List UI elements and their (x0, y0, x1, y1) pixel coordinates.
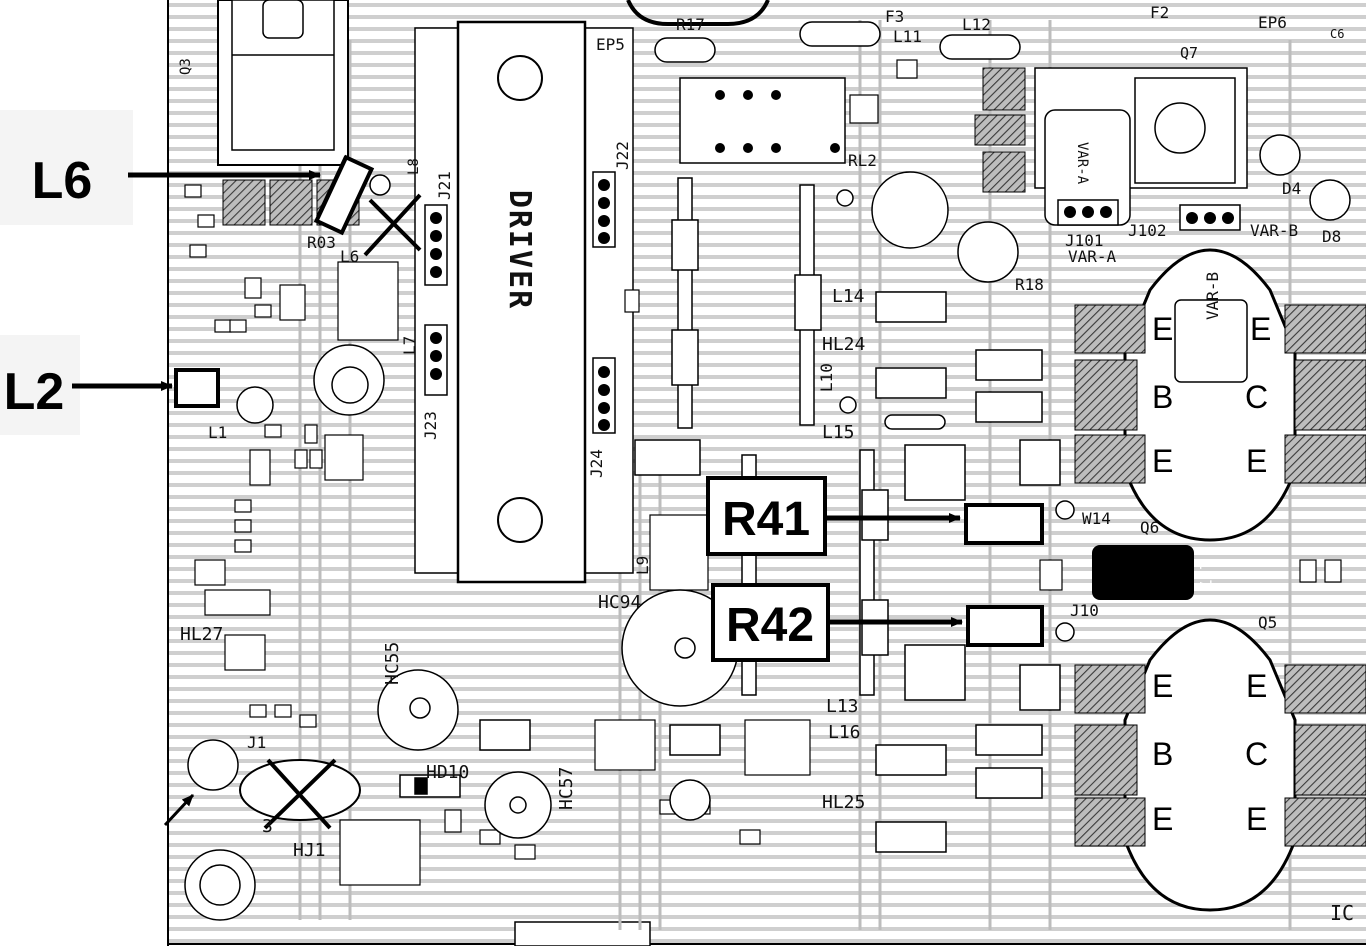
ref-d4: D4 (1282, 179, 1301, 198)
l17-component (1092, 545, 1194, 600)
label-e: E (1152, 311, 1173, 347)
callout-arrows (72, 170, 963, 827)
ref-var-a: VAR-A (1068, 247, 1117, 266)
callout-panel-l2 (0, 335, 80, 435)
component-refs: Q3 R17 F3 L11 L12 F2 EP6 C6 EP5 Q7 J22 R… (178, 3, 1354, 925)
ref-l1: L1 (208, 423, 227, 442)
power-transistor-upper (1074, 248, 1366, 542)
ref-hc55: HC55 (382, 642, 403, 685)
callout-r42: R42 (726, 599, 814, 652)
callout-l6: L6 (32, 152, 93, 210)
ref-rl2: RL2 (848, 151, 877, 170)
j101-j102-headers (1057, 199, 1241, 231)
highlight-r42 (966, 605, 1044, 647)
ref-l16: L16 (828, 722, 861, 743)
ref-j101: J101 (1065, 231, 1104, 250)
arrow-j1 (163, 793, 195, 827)
ref-var-b: VAR-B (1250, 221, 1298, 240)
callout-r41: R41 (722, 493, 810, 546)
ref-j1: J1 (247, 733, 266, 752)
ref-hl24: HL24 (822, 334, 865, 355)
ref-l8: L8 (406, 158, 422, 175)
ref-ic: IC (1330, 901, 1354, 925)
ref-j22: J22 (613, 141, 632, 170)
ref-q6: Q6 (1140, 518, 1159, 537)
ref-hl27: HL27 (180, 624, 223, 645)
ref-l15: L15 (822, 422, 855, 443)
ref-hl25: HL25 (822, 792, 865, 813)
label-c: C (1245, 379, 1268, 415)
q7-transistor (1034, 67, 1248, 226)
ref-r18: R18 (1015, 275, 1044, 294)
ref-f2: F2 (1150, 3, 1169, 22)
ref-l11: L11 (893, 27, 922, 46)
highlight-boxes (174, 368, 1044, 647)
ref-l13: L13 (826, 696, 859, 717)
callout-l2: L2 (4, 363, 65, 421)
highlight-r41 (964, 503, 1044, 545)
ref-l9: L9 (633, 556, 652, 575)
smd-parts (184, 59, 1342, 886)
label-e: E (1152, 443, 1173, 479)
fuse-area-top (626, 0, 1021, 63)
callout-box-r41 (706, 476, 827, 556)
ref-hj1: HJ1 (293, 840, 326, 861)
driver-module: DRIVER (414, 20, 634, 584)
ref-l6-small: L6 (340, 247, 359, 266)
ref-l17: L17 (1196, 560, 1215, 589)
ref-var-b-vertical: VAR-B (1203, 272, 1222, 320)
label-b: B (1152, 379, 1173, 415)
ref-j10: J10 (1070, 601, 1099, 620)
ref-r03: R03 (307, 233, 336, 252)
label-c: C (1245, 736, 1268, 772)
callout-boxes (706, 476, 830, 662)
label-e: E (1250, 311, 1271, 347)
ref-ep5: EP5 (596, 35, 625, 54)
ref-j21: J21 (435, 171, 454, 200)
driver-label: DRIVER (502, 190, 537, 310)
label-e: E (1152, 668, 1173, 704)
ref-w14: W14 (1082, 509, 1111, 528)
ref-q5: Q5 (1258, 613, 1277, 632)
power-transistor-lower (1074, 618, 1366, 912)
ref-hd10: HD10 (426, 762, 469, 783)
round-parts (184, 134, 1351, 921)
ref-d8: D8 (1322, 227, 1341, 246)
callout-box-r42 (711, 583, 830, 662)
hatched-pads-top-mid (974, 67, 1026, 193)
resistor-chips (479, 291, 1061, 853)
transistor-terminal-labels: E E B C E E E E B C E E (1152, 311, 1271, 837)
ref-j23: J23 (421, 411, 440, 440)
ref-j102: J102 (1128, 221, 1167, 240)
ref-f3: F3 (885, 7, 904, 26)
ref-c6: C6 (1330, 27, 1344, 41)
label-b: B (1152, 736, 1173, 772)
ref-hc57: HC57 (556, 767, 577, 810)
q3-transistor (217, 0, 349, 166)
ref-three: 3 (262, 816, 273, 837)
ref-ep6: EP6 (1258, 13, 1287, 32)
ref-q3: Q3 (178, 58, 194, 75)
callout-panel-l6 (0, 110, 133, 225)
ref-hc94: HC94 (598, 592, 641, 613)
l6-highlight (313, 154, 375, 236)
label-e: E (1152, 801, 1173, 837)
highlight-l2 (174, 368, 220, 408)
label-e: E (1246, 801, 1267, 837)
ref-var-a-vertical: VAR-A (1074, 142, 1090, 185)
ref-j24: J24 (587, 449, 606, 478)
ref-r17: R17 (676, 15, 705, 34)
pin-headers (424, 171, 616, 434)
ref-l14: L14 (832, 286, 865, 307)
label-e: E (1246, 668, 1267, 704)
ref-l7: L7 (400, 336, 419, 355)
ref-q7: Q7 (1180, 44, 1198, 62)
ref-l10: L10 (817, 363, 836, 392)
ref-l12: L12 (962, 15, 991, 34)
bar-components (399, 177, 889, 798)
relay-rl2 (679, 77, 846, 164)
label-e: E (1246, 443, 1267, 479)
